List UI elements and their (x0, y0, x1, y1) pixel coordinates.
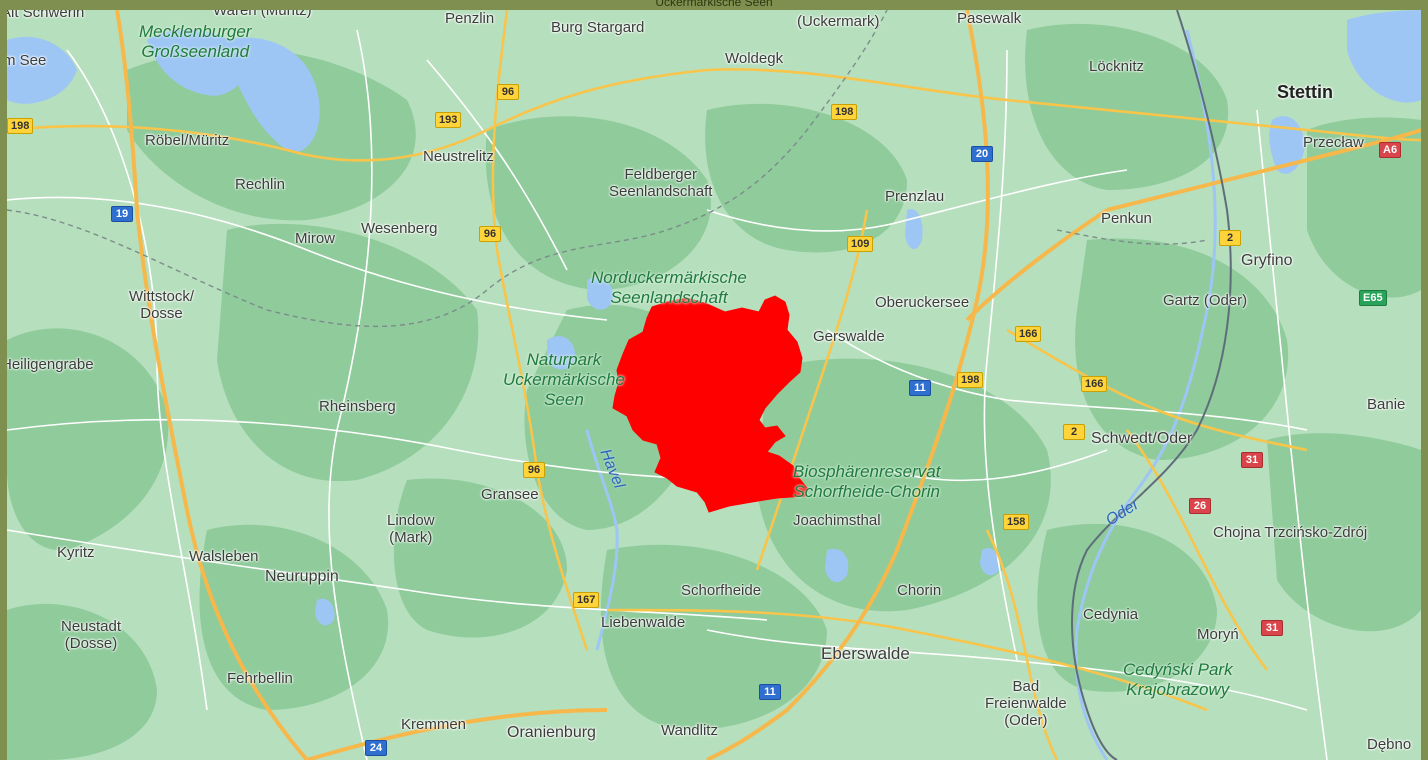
road-shield: A6 (1379, 142, 1402, 158)
city-label: Burg Stargard (551, 19, 645, 36)
state-border (7, 10, 1208, 328)
road-shield: 198 (957, 372, 984, 388)
city-label: Wittstock/Dosse (129, 288, 195, 322)
road-shield: 24 (365, 740, 387, 756)
road-shield: 166 (1015, 326, 1042, 342)
map-canvas (7, 10, 1421, 760)
city-label: Rheinsberg (319, 398, 396, 415)
city-label: Oberuckersee (875, 294, 970, 311)
city-label: Gerswalde (813, 328, 885, 345)
city-label: Kremmen (401, 716, 467, 733)
city-label: Lindow(Mark) (387, 512, 435, 546)
city-label: Przecław (1303, 134, 1364, 151)
city-label: Dębno (1367, 736, 1412, 753)
road-shield: 31 (1241, 452, 1263, 468)
city-label: Mirow (295, 230, 335, 247)
main-roads (7, 10, 1421, 760)
city-label: Chorin (897, 582, 942, 599)
city-label: Neustadt(Dosse) (61, 618, 122, 652)
city-label: Alt Schwerin (7, 10, 85, 21)
road-shield: 96 (497, 84, 519, 100)
road-shield: 11 (909, 380, 931, 396)
lakes (7, 10, 1421, 626)
road-shield: 96 (479, 226, 501, 242)
city-label: Chojna Trzcińsko-Zdrój (1213, 524, 1368, 541)
city-label: Moryń (1197, 626, 1239, 643)
road-shield: 109 (847, 236, 874, 252)
city-label: Pasewalk (957, 10, 1022, 27)
city-label: Schwedt/Oder (1091, 430, 1193, 447)
city-label: m See (7, 52, 47, 69)
city-label: Schorfheide (681, 582, 762, 599)
city-label: Röbel/Müritz (145, 132, 230, 149)
road-shield: 158 (1003, 514, 1030, 530)
city-label: Eberswalde (821, 644, 910, 663)
highlighted-region (612, 295, 808, 513)
city-label: Prenzlau (885, 188, 945, 205)
city-label: Gryfino (1241, 252, 1293, 269)
city-label: Wesenberg (361, 220, 438, 237)
road-shield: 198 (7, 118, 34, 134)
road-shield: 19 (111, 206, 133, 222)
page-caption: Uckermärkische Seen (655, 0, 773, 9)
city-label: Neuruppin (265, 568, 339, 585)
road-shield: 11 (759, 684, 781, 700)
road-shield: 166 (1081, 376, 1108, 392)
city-label-major: Stettin (1277, 82, 1333, 102)
road-shield: 193 (435, 112, 462, 128)
minor-roads (7, 29, 1328, 760)
city-label: Heiligengrabe (7, 356, 94, 373)
national-border (1071, 10, 1232, 760)
city-label: Penkun (1101, 210, 1152, 227)
road-shield: 167 (573, 592, 600, 608)
city-label: Kyritz (57, 544, 95, 561)
road-shield: 2 (1219, 230, 1241, 246)
city-label: Waren (Müritz) (213, 10, 312, 19)
road-shield: E65 (1359, 290, 1387, 306)
city-label: Cedynia (1083, 606, 1139, 623)
city-label: Löcknitz (1089, 58, 1145, 75)
city-label: Fehrbellin (227, 670, 293, 687)
road-shield: 20 (971, 146, 993, 162)
city-label: Gransee (481, 486, 539, 503)
road-shield: 26 (1189, 498, 1211, 514)
city-label: Woldegk (725, 50, 784, 67)
caption-bar: Uckermärkische Seen (0, 0, 1428, 10)
city-label: Walsleben (189, 548, 259, 565)
city-label: Gartz (Oder) (1163, 292, 1248, 309)
city-label: Oranienburg (507, 724, 596, 741)
road-shield: 31 (1261, 620, 1283, 636)
city-label: Joachimsthal (793, 512, 881, 529)
city-label: Liebenwalde (601, 614, 686, 631)
road-shield: 2 (1063, 424, 1085, 440)
road-shield: 198 (831, 104, 858, 120)
motorways (115, 10, 1421, 760)
city-label: (Uckermark) (797, 13, 880, 30)
city-label: Penzlin (445, 10, 495, 27)
road-shield: 96 (523, 462, 545, 478)
city-label: Neustrelitz (423, 148, 494, 165)
city-label: Wandlitz (661, 722, 718, 739)
city-label: Banie (1367, 396, 1406, 413)
city-label: Rechlin (235, 176, 286, 193)
